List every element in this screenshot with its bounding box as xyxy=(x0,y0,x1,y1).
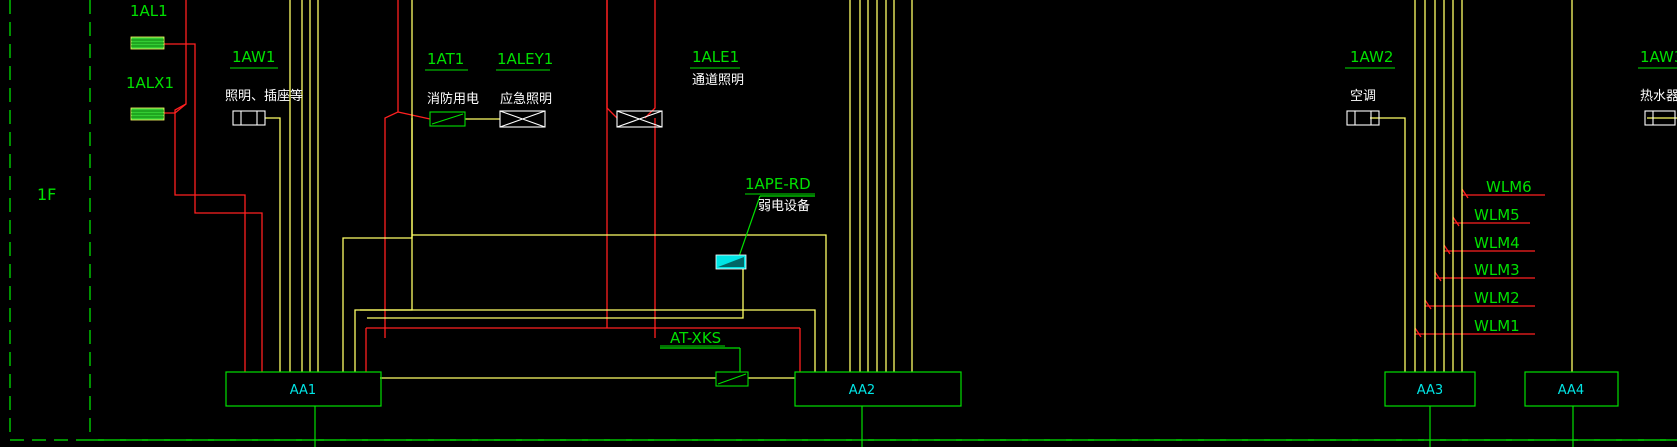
circuit-1al1-label: 1AL1 xyxy=(130,2,168,20)
feeder-wlm4-label: WLM4 xyxy=(1474,234,1520,252)
luminaire-1ale1[interactable] xyxy=(616,110,663,128)
circuit-1aw2-label: 1AW2 xyxy=(1350,48,1393,66)
circuit-1aw3-desc: 热水器 xyxy=(1640,89,1677,104)
circuit-1alx1-label: 1ALX1 xyxy=(126,74,174,92)
panel-aa3-label: AA3 xyxy=(1417,383,1443,398)
circuit-1aw1-desc: 照明、插座等 xyxy=(225,88,303,104)
panel-aa1[interactable]: AA1 xyxy=(225,371,382,407)
feeder-wlm3-label: WLM3 xyxy=(1474,261,1520,279)
panel-aa3[interactable]: AA3 xyxy=(1384,371,1476,407)
switch-at-xks[interactable] xyxy=(715,371,749,387)
red-wires xyxy=(155,0,1545,372)
circuit-1aley1-label: 1ALEY1 xyxy=(497,50,553,68)
circuit-1aw3-label: 1AW3 xyxy=(1640,48,1677,66)
panel-aa4-label: AA4 xyxy=(1558,383,1584,398)
circuit-1aley1-desc: 应急照明 xyxy=(500,91,552,107)
switch-1at1[interactable] xyxy=(429,111,466,127)
yellow-wires xyxy=(265,0,1677,379)
feeder-wlm1-label: WLM1 xyxy=(1474,317,1520,335)
feeder-wlm6-label: WLM6 xyxy=(1486,178,1532,196)
fuse-1aw2[interactable] xyxy=(1346,110,1380,126)
circuit-1at1-label: 1AT1 xyxy=(427,50,464,68)
device-1ape-rd[interactable] xyxy=(715,254,747,270)
feeder-wlm2-label: WLM2 xyxy=(1474,289,1520,307)
circuit-1aw2-desc: 空调 xyxy=(1350,89,1376,104)
floor-frame xyxy=(9,0,1677,441)
fuse-1aw1[interactable] xyxy=(232,110,266,126)
panel-aa4[interactable]: AA4 xyxy=(1524,371,1619,407)
feeder-wlm5-label: WLM5 xyxy=(1474,206,1520,224)
floor-label: 1F xyxy=(37,185,56,204)
circuit-1ape-rd-label: 1APE-RD xyxy=(745,175,811,193)
breaker-1alx1[interactable] xyxy=(130,107,165,121)
circuit-1ale1-label: 1ALE1 xyxy=(692,48,739,66)
fuse-1aw3[interactable] xyxy=(1644,110,1676,126)
circuit-1at1-desc: 消防用电 xyxy=(427,91,479,107)
panel-aa2-label: AA2 xyxy=(849,383,875,398)
circuit-1ape-rd-desc: 弱电设备 xyxy=(758,198,810,214)
breaker-1al1[interactable] xyxy=(130,36,165,50)
circuit-at-xks-label: AT-XKS xyxy=(670,329,721,347)
circuit-1aw1-label: 1AW1 xyxy=(232,48,275,66)
label-underlines xyxy=(230,67,1677,347)
green-wires xyxy=(314,195,1574,447)
panel-aa1-label: AA1 xyxy=(290,383,316,398)
luminaire-1aley1[interactable] xyxy=(499,110,546,128)
circuit-1ale1-desc: 通道照明 xyxy=(692,73,744,88)
panel-aa2[interactable]: AA2 xyxy=(794,371,962,407)
